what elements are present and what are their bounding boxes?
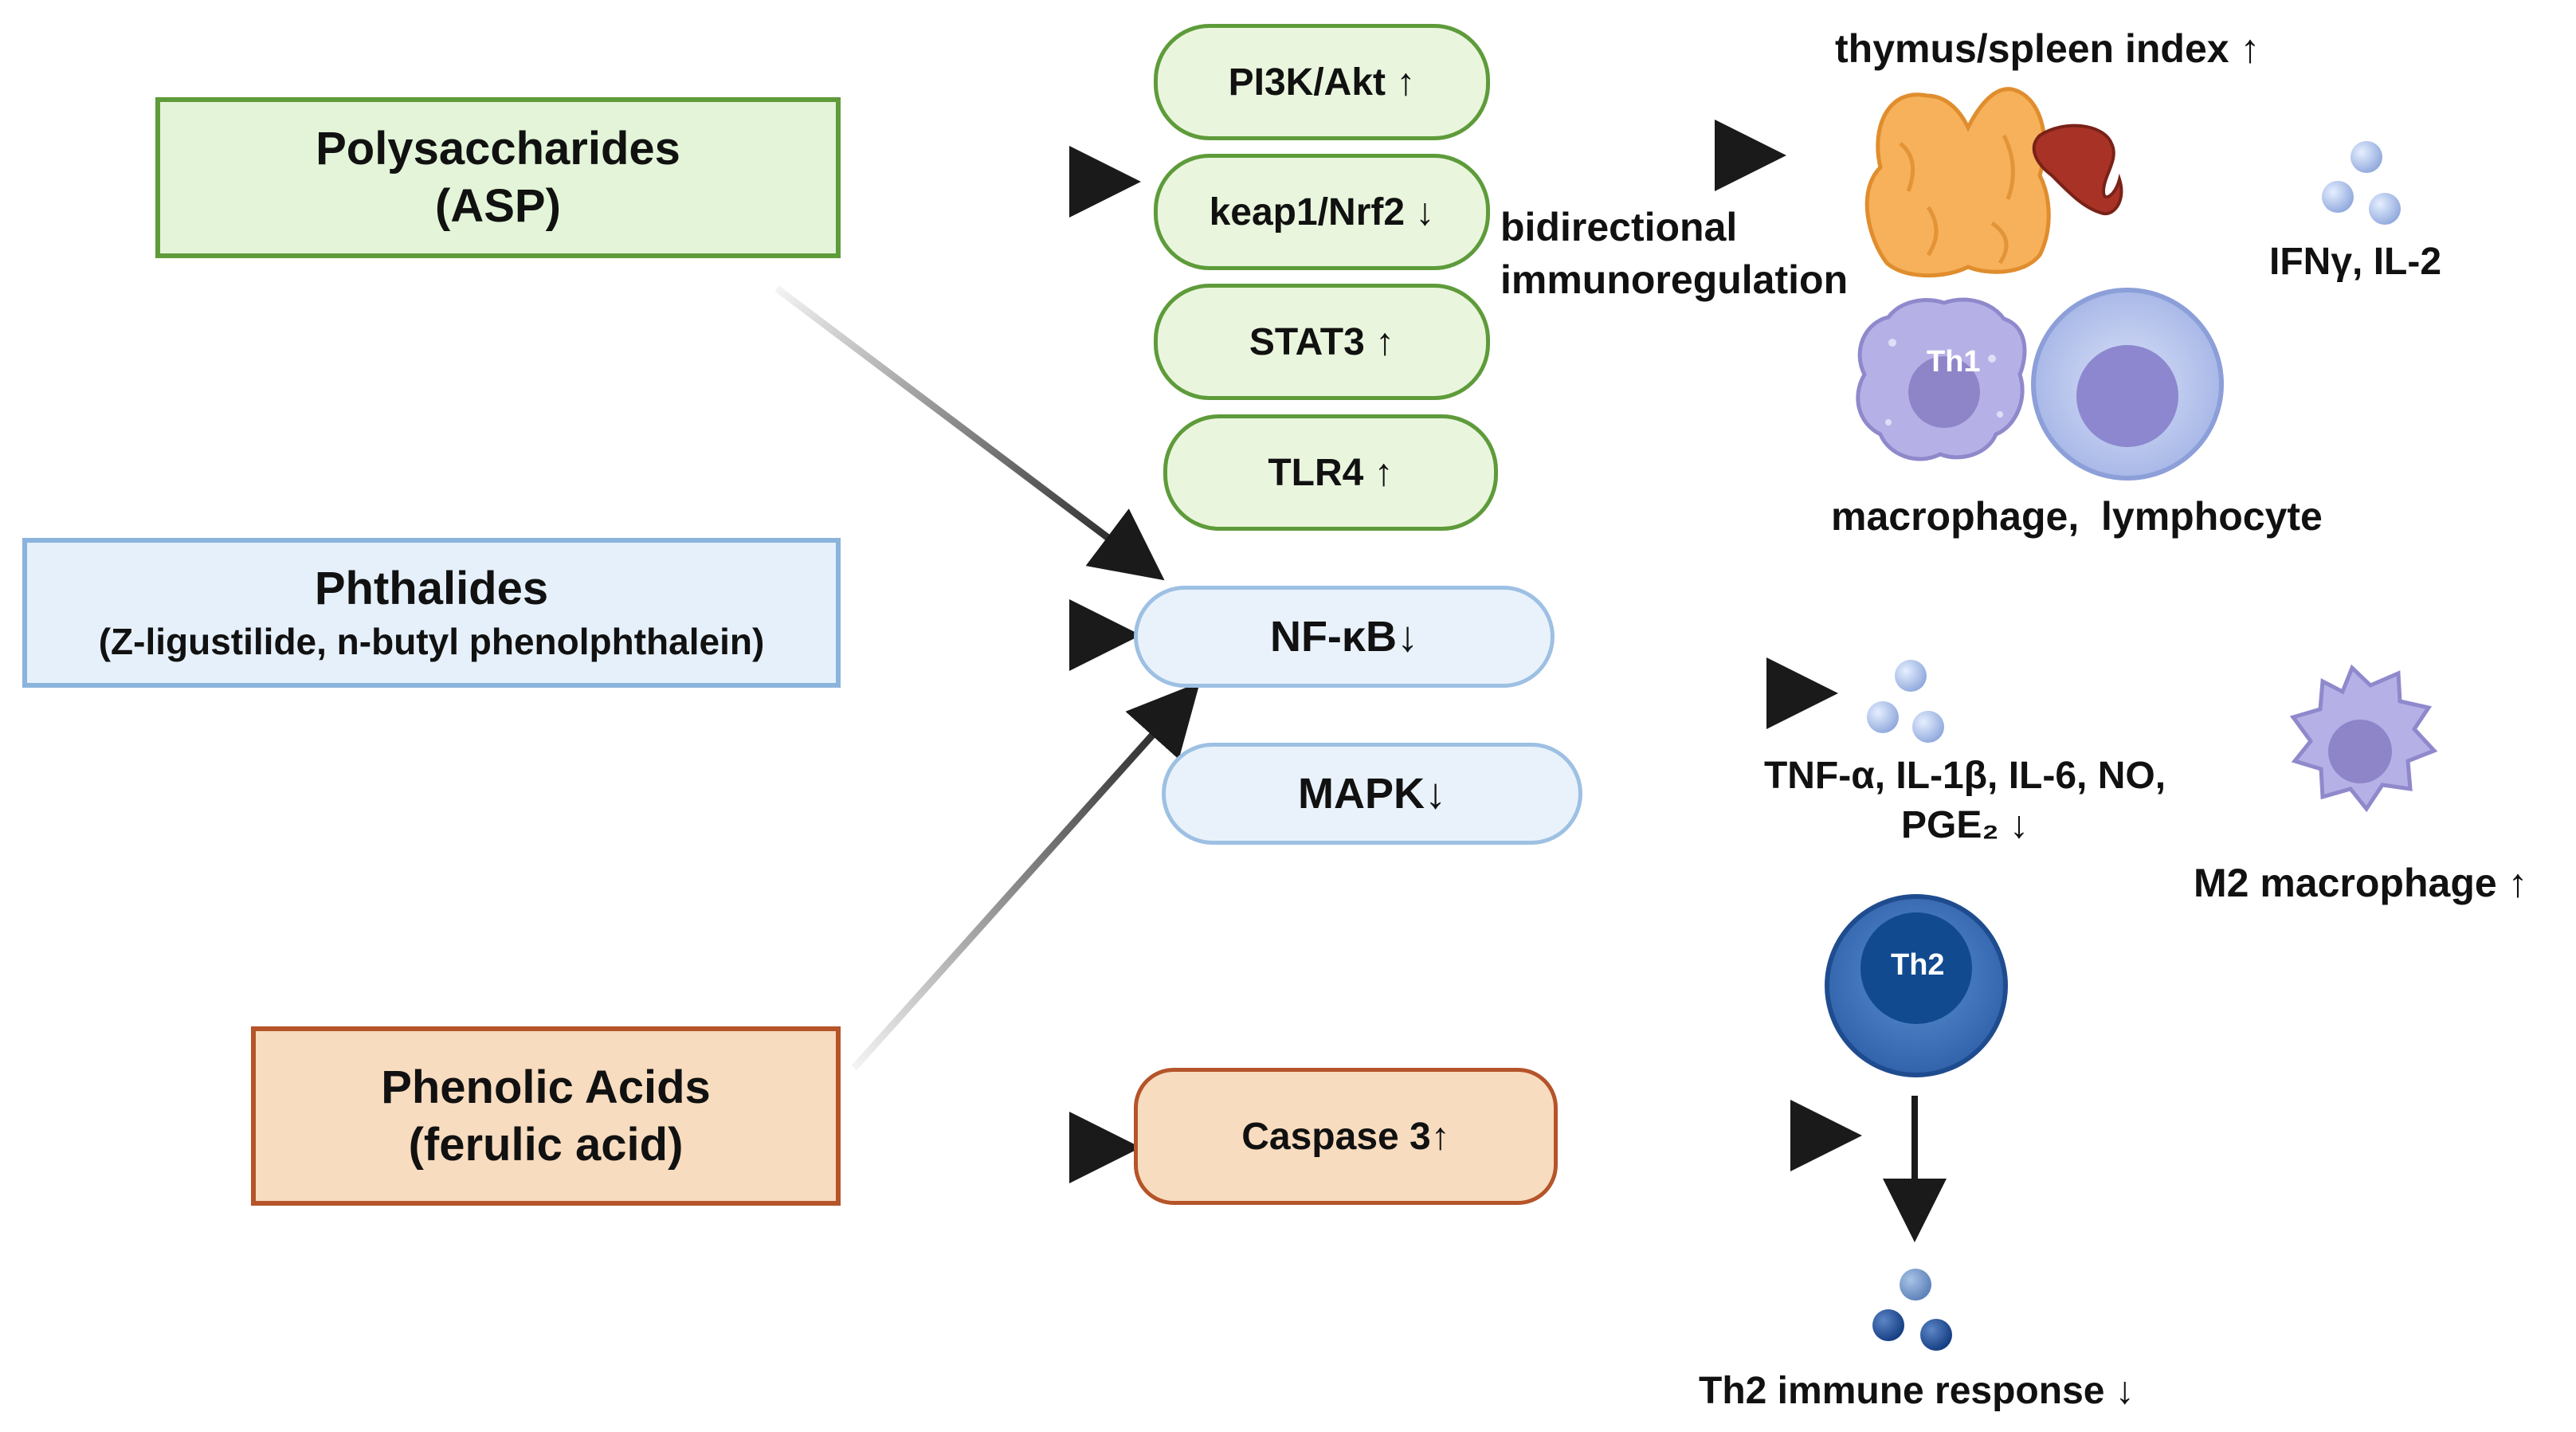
th2-response-dots-icon — [1872, 1269, 1952, 1351]
thymus-spleen-index-label: thymus/spleen index ↑ — [1835, 26, 2260, 71]
phenolic-acids-subtitle: (ferulic acid) — [408, 1118, 684, 1171]
arrow-phenolic-to-nfkb — [851, 681, 1201, 1071]
cytokine-dots-icon — [1867, 660, 1944, 743]
arrow-polysaccharides-to-nfkb — [774, 285, 1165, 581]
lymphocyte-icon — [2031, 288, 2224, 481]
m2-macrophage-label: M2 macrophage ↑ — [2194, 861, 2528, 905]
polysaccharides-box: Polysaccharides (ASP) — [155, 97, 841, 258]
cytokines-line1: TNF-α, IL-1β, IL-6, NO, — [1763, 755, 2166, 797]
cytokines-label: TNF-α, IL-1β, IL-6, NO, PGE₂ ↓ — [1734, 751, 2196, 850]
spleen-icon — [2032, 124, 2123, 216]
phenolic-acids-title: Phenolic Acids — [381, 1061, 711, 1113]
phthalides-box: Phthalides (Z-ligustilide, n-butyl pheno… — [22, 538, 841, 688]
pathway-tlr4: TLR4 ↑ — [1163, 414, 1498, 531]
pathway-caspase-3: Caspase 3↑ — [1134, 1068, 1558, 1205]
phenolic-acids-box: Phenolic Acids (ferulic acid) — [251, 1026, 841, 1206]
pathway-stat3: STAT3 ↑ — [1154, 284, 1490, 400]
bidirectional-line2: immunoregulation — [1500, 257, 1849, 302]
th2-cell-icon — [1825, 894, 2008, 1077]
cytokines-line2: PGE₂ ↓ — [1900, 804, 2029, 846]
ifn-cytokine-dots-icon — [2322, 141, 2401, 225]
ifn-il2-label: IFNγ, IL-2 — [2269, 241, 2442, 283]
thymus-icon — [1864, 87, 2051, 278]
macrophage-lymphocyte-label: macrophage, lymphocyte — [1831, 494, 2323, 539]
pathway-keap1-nrf2: keap1/Nrf2 ↓ — [1154, 154, 1490, 270]
th1-macrophage-icon — [1856, 297, 2027, 461]
th2-label: Th2 — [1891, 948, 1945, 982]
th2-immune-response-label: Th2 immune response ↓ — [1699, 1370, 2135, 1412]
phthalides-subtitle: (Z-ligustilide, n-butyl phenolphthalein) — [98, 621, 765, 662]
phthalides-title: Phthalides — [314, 563, 549, 614]
bidirectional-label: bidirectional immunoregulation — [1500, 201, 1848, 306]
bidirectional-line1: bidirectional — [1500, 205, 1738, 249]
pathway-nf-kb: NF-κB↓ — [1134, 586, 1555, 688]
pathway-pi3k-akt: PI3K/Akt ↑ — [1154, 24, 1490, 140]
polysaccharides-subtitle: (ASP) — [435, 180, 561, 232]
m2-macrophage-icon — [2289, 664, 2438, 813]
pathway-mapk: MAPK↓ — [1162, 743, 1582, 845]
polysaccharides-title: Polysaccharides — [316, 123, 680, 175]
th1-label: Th1 — [1927, 345, 1981, 379]
